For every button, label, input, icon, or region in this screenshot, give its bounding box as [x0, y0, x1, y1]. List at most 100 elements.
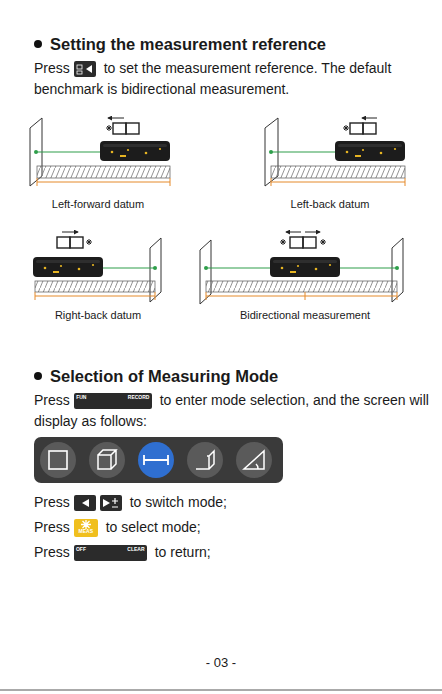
instruction-line-text: to return; [155, 544, 211, 560]
figure-caption-text: Left-back datum [291, 198, 370, 210]
page-number-text: - 03 - [206, 655, 236, 670]
bidirectional-figure [200, 232, 403, 304]
drawing-part [305, 232, 320, 233]
drawing-part [70, 237, 83, 248]
drawing-part [155, 292, 156, 300]
figure-caption: Left-back datum [291, 197, 370, 211]
drawing-part [397, 292, 398, 300]
drawing-part [271, 151, 335, 152]
star-symbol [81, 520, 91, 529]
drawing-part [37, 178, 38, 186]
drawing-part [271, 166, 405, 178]
drawing-part [305, 292, 306, 300]
figure-caption: Left-forward datum [52, 197, 144, 211]
paragraph: Press to set the measurement reference. … [34, 58, 439, 100]
drawing-part [108, 118, 124, 119]
key-label: FUN RECORD [74, 393, 152, 401]
fun-record-key: FUN RECORD [74, 393, 152, 409]
mode-screen [34, 437, 283, 483]
drawing-part [187, 442, 223, 478]
drawing-part [286, 232, 301, 233]
drawing-part [40, 442, 76, 478]
drawing-part [62, 232, 78, 233]
section-heading-text: Selection of Measuring Mode [50, 367, 278, 385]
drawing-part [405, 178, 406, 186]
off-clear-key: OFF CLEAR [74, 545, 147, 561]
drawing-part [113, 123, 126, 134]
page-number: - 03 - [206, 656, 236, 670]
drawing-part [106, 125, 112, 131]
drawing-part [153, 266, 157, 270]
drawing-part [35, 281, 155, 292]
drawing-part [170, 178, 171, 186]
drawing-part [150, 238, 161, 302]
drawing-part [320, 239, 326, 245]
drawing-part [204, 266, 208, 270]
drawing-part [271, 182, 405, 183]
drawing-part [392, 238, 403, 302]
drawing-part [98, 450, 116, 469]
drawing-part [49, 451, 67, 469]
figure-caption-text: Left-forward datum [52, 198, 144, 210]
section-heading-text: Setting the measurement reference [50, 35, 326, 53]
drawing-part [35, 292, 36, 300]
paragraph-text: Press [34, 392, 70, 408]
drawing-part [343, 125, 349, 131]
instruction-line-text: to switch mode; [130, 494, 227, 510]
drawing-part [33, 257, 103, 277]
drawing-part [200, 240, 211, 304]
key-label: OFF CLEAR [74, 545, 147, 553]
drawing-part [37, 182, 170, 183]
drawing-part [57, 237, 70, 248]
drawing-part [206, 292, 207, 300]
drawing-part [363, 123, 376, 134]
drawing-part [34, 437, 283, 483]
instruction-line-text: Press [34, 544, 70, 560]
drawing-part [206, 296, 397, 297]
drawing-part [303, 237, 316, 248]
drawing-part [335, 141, 405, 161]
drawing-part [206, 267, 270, 268]
instruction-line-text: Press [34, 519, 70, 535]
meas-key: MEAS [74, 519, 98, 537]
instruction-line: Press to switch mode; [34, 492, 439, 513]
key-label: MEAS [74, 529, 98, 536]
drawing-part [290, 237, 303, 248]
drawing-part [270, 257, 340, 277]
drawing-part [37, 166, 170, 178]
drawing-part [100, 141, 170, 161]
page-rule [0, 690, 442, 691]
paragraph-text: Press [34, 60, 70, 76]
drawing-part [35, 296, 155, 297]
drawing-part [100, 267, 155, 268]
drawing-part [362, 118, 377, 119]
drawing-part [36, 151, 100, 152]
bullet [34, 372, 42, 380]
drawing-part [280, 239, 286, 245]
figure-caption: Right-back datum [55, 308, 141, 322]
drawing-part [196, 451, 214, 469]
drawing-part [269, 150, 273, 154]
instruction-line: Press OFF CLEAR to return; [34, 542, 439, 563]
drawing-part [126, 123, 139, 134]
drawing-part [138, 442, 174, 478]
instruction-line-text: Press [34, 494, 70, 510]
section-heading: Selection of Measuring Mode [50, 365, 278, 387]
drawing-part [144, 455, 168, 465]
switch-keys-icon [74, 495, 122, 511]
bullet [34, 40, 42, 48]
drawing-part [206, 281, 397, 292]
drawing-part [236, 442, 272, 478]
drawing-part [34, 150, 38, 154]
drawing-part [89, 442, 125, 478]
instruction-line: PressMEAS to select mode; [34, 517, 439, 538]
figure-caption: Bidirectional measurement [240, 308, 370, 322]
left-forward-figure [30, 118, 170, 186]
section-heading: Setting the measurement reference [50, 33, 326, 55]
figure-caption-text: Bidirectional measurement [240, 309, 370, 321]
drawing-part [395, 266, 399, 270]
right-back-figure [33, 232, 161, 302]
figure-caption-text: Right-back datum [55, 309, 141, 321]
drawing-part [271, 178, 272, 186]
